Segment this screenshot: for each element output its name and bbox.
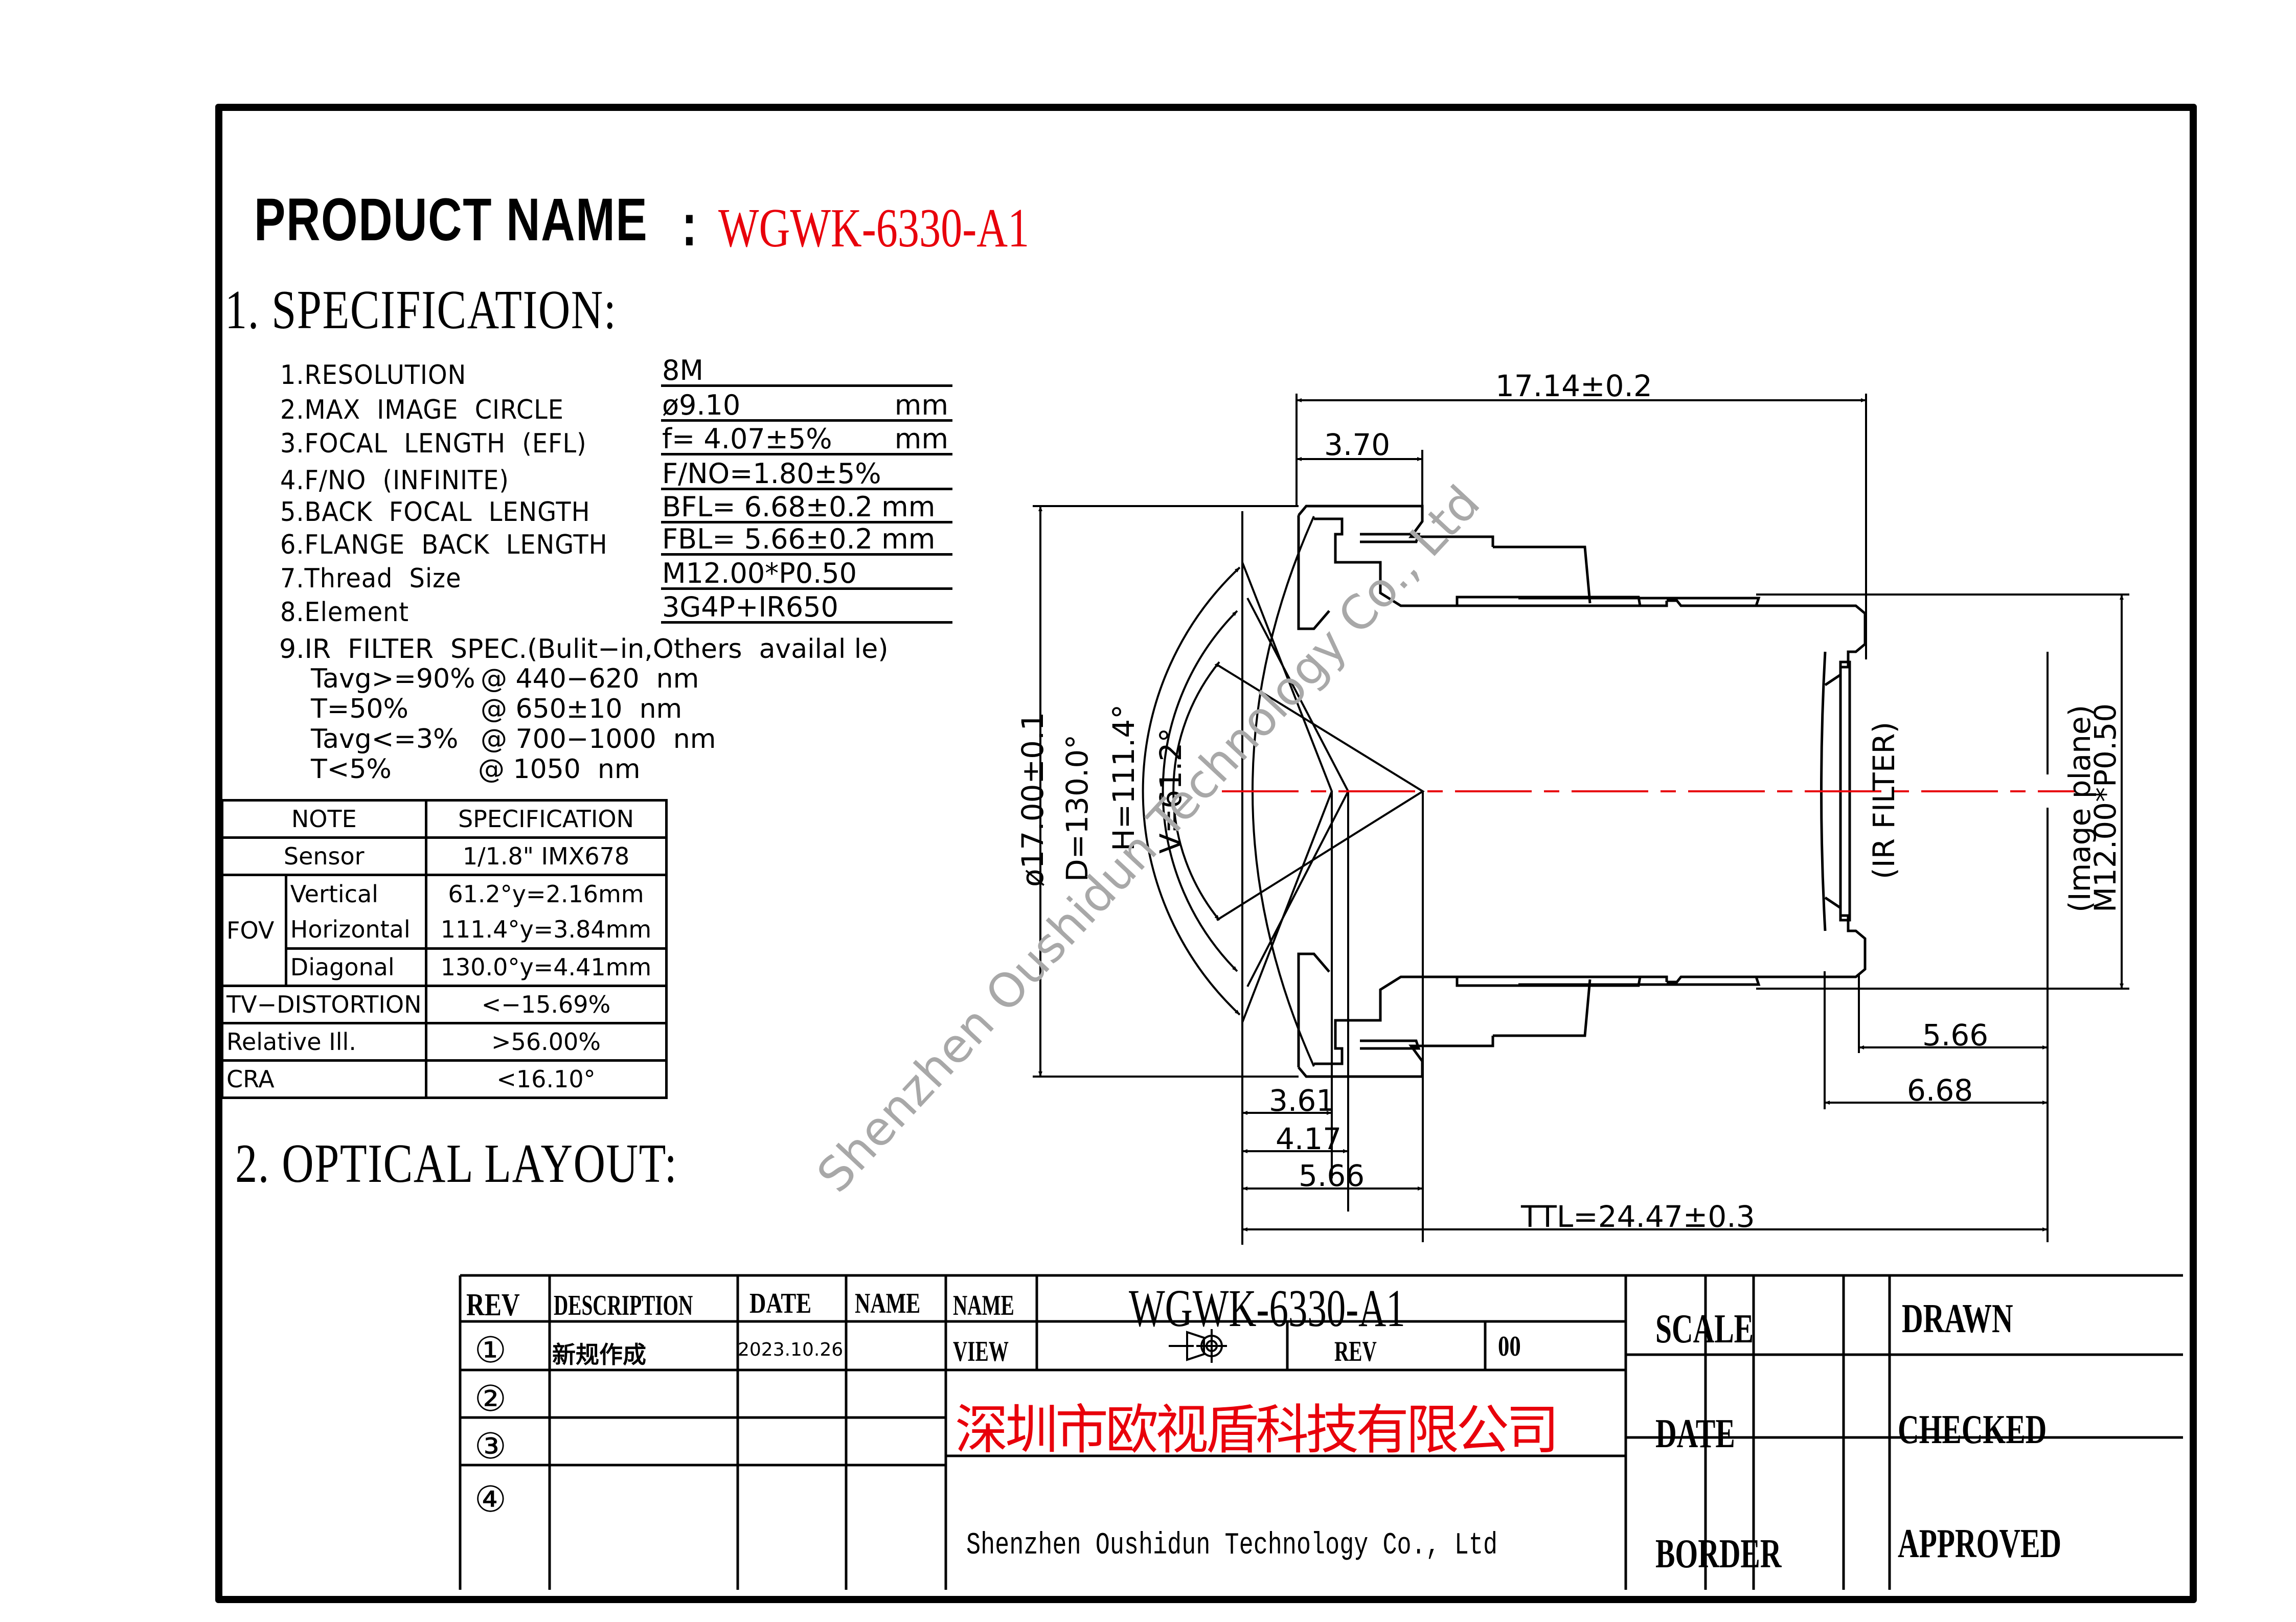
company-name-en: Shenzhen Oushidun Technology Co., Ltd [966,1528,1498,1563]
spec-value-bfl: BFL= 6.68±0.2 mm [661,489,952,523]
dim-3-61: 3.61 [1269,1083,1335,1118]
fov-diagonal-label: D=130.0° [1060,735,1095,882]
relative-illumination-label: Relative Ill. [221,1022,427,1062]
relative-illumination-value: >56.00% [424,1022,668,1062]
rev-value: 00 [1498,1331,1521,1362]
dim-4-17: 4.17 [1276,1122,1342,1156]
spec-value-element: 3G4P+IR650 [661,589,952,624]
specification-heading: 1. SPECIFICATION: [225,280,617,340]
ir-at-2: @ 650±10 nm [481,694,683,724]
view-label: VIEW [953,1336,1009,1367]
dim-fbl: 5.66 [1922,1018,1988,1053]
spec-value-thread: M12.00*P0.50 [661,556,952,590]
rev-1-date: 2023.10.26 [738,1339,844,1360]
note-header: NOTE [221,799,427,839]
spec-label-fbl: 6.FLANGE BACK LENGTH [280,530,608,560]
date-header: DATE [749,1288,812,1319]
spec-label-element: 8.Element [280,597,409,628]
spec-value-resolution: 8M [661,353,952,387]
cra-label: CRA [221,1059,427,1099]
rev-1-description: 新规作成 [552,1341,646,1368]
distortion-value: <−15.69% [424,985,668,1024]
dim-diameter: ø17.00±0.1 [1015,712,1050,887]
dim-front-length: 3.70 [1324,427,1390,462]
note-spec-table: NOTE SPECIFICATION Sensor 1/1.8" IMX678 … [221,799,668,1099]
name-label: NAME [953,1290,1014,1321]
rev-3: ③ [474,1427,507,1467]
ir-cond-1: Tavg>=90% [311,664,475,694]
ir-at-4: @ 1050 nm [478,754,641,785]
product-name-value: WGWK-6330-A1 [718,198,1030,259]
fov-arcs [1142,566,1241,1016]
spec-value-focal-length: f= 4.07±5%mm [661,421,952,455]
cra-value: <16.10° [424,1059,668,1099]
projection-view-symbol [1169,1329,1227,1363]
dimension-lines [1033,394,2129,1242]
fov-label: FOV [221,874,287,987]
spec-label-focal-length: 3.FOCAL LENGTH (EFL) [280,428,587,459]
company-name-cn: 深圳市欧视盾科技有限公司 [955,1399,1559,1461]
rev-2: ② [474,1380,507,1419]
dim-overall-length: 17.14±0.2 [1495,369,1652,403]
ir-at-1: @ 440−620 nm [481,664,699,694]
dim-ttl: TTL=24.47±0.3 [1520,1199,1755,1234]
border-label: BORDER [1655,1532,1782,1577]
spec-value-fbl: FBL= 5.66±0.2 mm [661,521,952,556]
dim-bfl: 6.68 [1907,1073,1973,1108]
rev-1: ① [474,1331,507,1370]
fov-diagonal-label: Diagonal [284,947,427,987]
scale-label: SCALE [1655,1307,1754,1352]
thread-label: M12.00*P0.50 [2088,703,2123,912]
rev-4: ④ [474,1480,507,1520]
fov-horizontal-label: H=111.4° [1106,704,1141,851]
fov-diagonal-value: 130.0°y=4.41mm [424,947,668,987]
ir-cond-4: T<5% [311,754,392,785]
spec-label-resolution: 1.RESOLUTION [280,360,467,391]
product-name-label: PRODUCT NAME [254,186,648,254]
name-value: WGWK-6330-A1 [1129,1279,1405,1338]
distortion-label: TV−DISTORTION [221,985,427,1024]
rev-label: REV [1334,1336,1377,1367]
image-plane-label: (Image plane) [2062,705,2097,912]
fov-vertical-label: Vertical [284,874,427,912]
spec-label-image-circle: 2.MAX IMAGE CIRCLE [280,395,564,425]
drawn-label: DRAWN [1902,1296,2013,1341]
fov-vertical-value: 61.2°y=2.16mm [424,874,668,912]
description-header: DESCRIPTION [554,1290,693,1321]
ir-cond-3: Tavg<=3% [311,724,459,755]
ir-filter-title: 9.IR FILTER SPEC.(Bulit−in,Others availa… [279,634,889,665]
product-name-separator: : [681,191,698,259]
date-label: DATE [1655,1411,1735,1456]
approved-label: APPROVED [1898,1521,2061,1566]
fov-horizontal-value: 111.4°y=3.84mm [424,911,668,950]
sensor-value: 1/1.8" IMX678 [424,836,668,876]
checked-label: CHECKED [1898,1407,2047,1452]
spec-label-fno: 4.F/NO (INFINITE) [280,465,509,496]
name-header: NAME [855,1288,921,1319]
fov-horizontal-label: Horizontal [284,911,427,950]
dimension-texts: 17.14±0.2 3.70 5.66 6.68 3.61 4.17 5.66 … [1015,369,2123,1234]
ir-cond-2: T=50% [311,694,408,724]
spec-value-fno: F/NO=1.80±5% [661,456,952,490]
dim-5-66: 5.66 [1299,1158,1365,1193]
ir-at-3: @ 700−1000 nm [481,724,716,755]
drawing-border [215,104,2197,1603]
spec-label-bfl: 5.BACK FOCAL LENGTH [280,497,590,528]
rev-header: REV [466,1288,520,1322]
optical-layout-heading: 2. OPTICAL LAYOUT: [235,1133,678,1194]
spec-label-thread: 7.Thread Size [280,563,462,594]
ir-filter-label: (IR FILTER) [1867,722,1901,879]
sensor-label: Sensor [221,836,427,876]
spec-header: SPECIFICATION [424,799,668,839]
fov-vertical-label: V=61.2° [1153,728,1188,854]
fov-rays [1216,511,1425,1245]
